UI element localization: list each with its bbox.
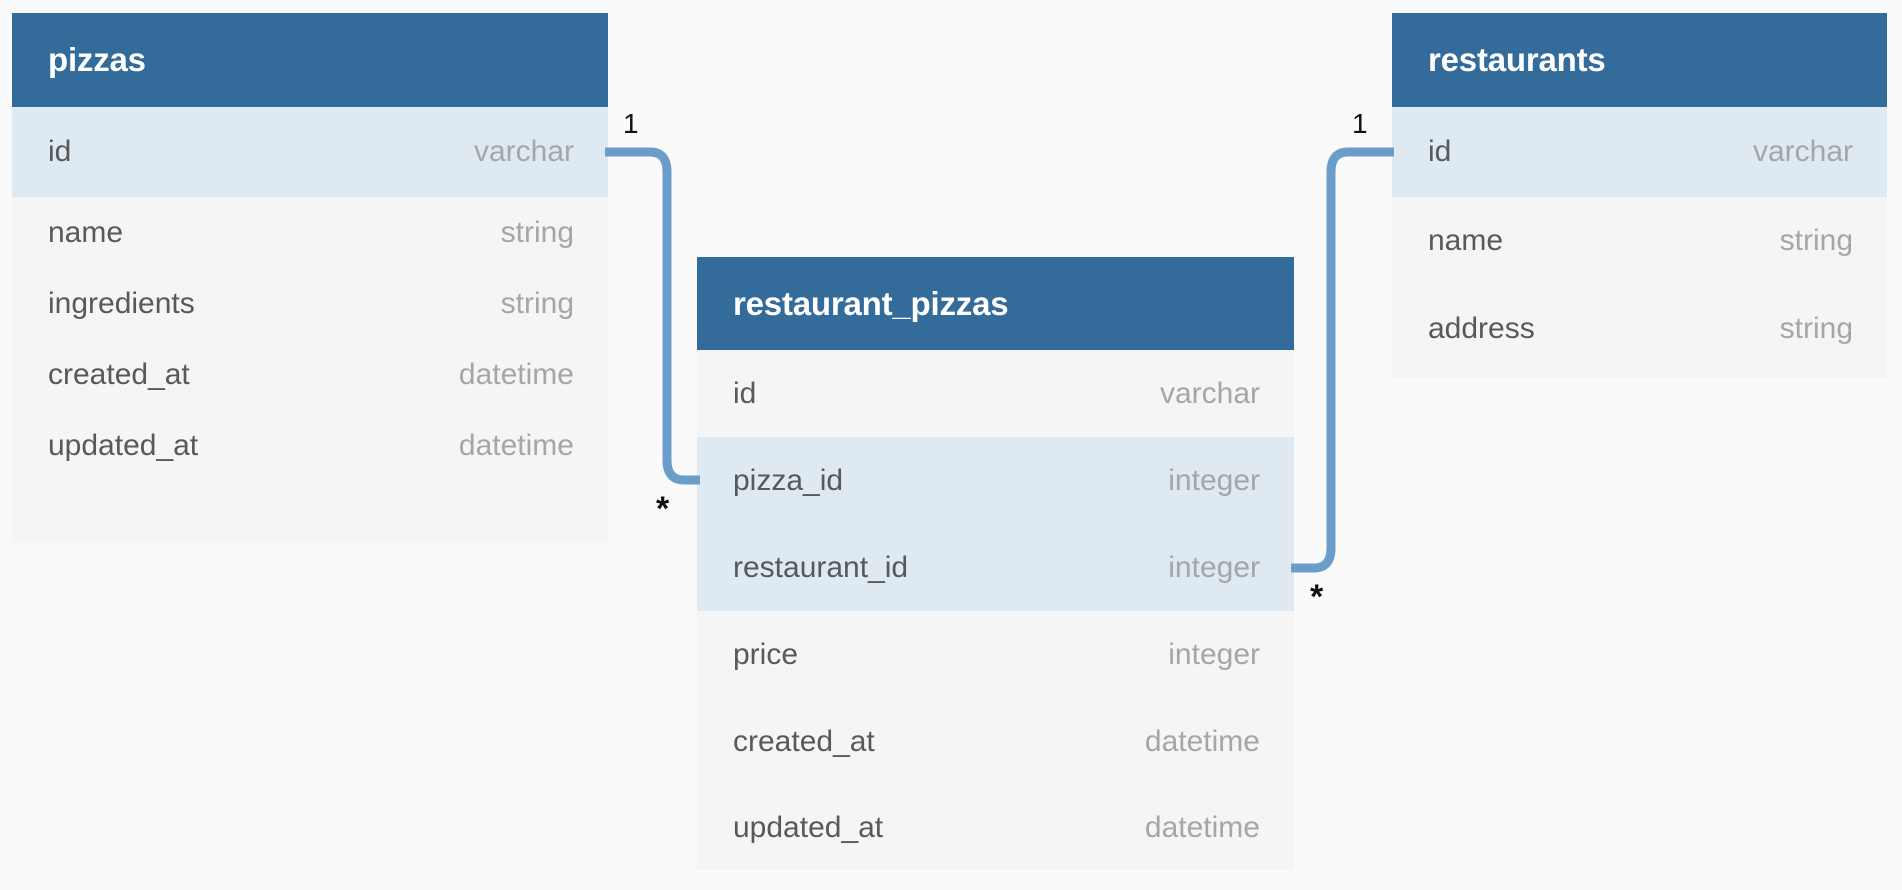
column-type: datetime	[1144, 810, 1260, 844]
column-type: varchar	[1752, 135, 1853, 168]
relationship-pizzas-to-restaurant-pizzas	[605, 147, 700, 485]
column-type: varchar	[1159, 376, 1260, 410]
er-table-restaurant-pizzas-title: restaurant_pizzas	[697, 257, 1294, 350]
er-column-restaurant-pizzas-restaurant-id[interactable]: restaurant_id integer	[697, 524, 1294, 611]
column-type: integer	[1168, 550, 1260, 584]
column-name: address	[1428, 312, 1535, 345]
cardinality-label-restaurant-pizzas-many-right: *	[1310, 578, 1324, 616]
column-name: name	[1428, 224, 1504, 257]
er-column-pizzas-id[interactable]: id varchar	[12, 107, 608, 197]
er-column-restaurants-address[interactable]: address string	[1392, 285, 1887, 373]
er-table-restaurant-pizzas[interactable]: restaurant_pizzas id varchar pizza_id in…	[697, 257, 1294, 870]
column-name: id	[1428, 135, 1452, 168]
column-name: created_at	[48, 357, 190, 391]
column-type: string	[1779, 312, 1853, 345]
column-name: updated_at	[48, 428, 199, 462]
column-name: price	[733, 637, 799, 671]
er-column-pizzas-updated-at[interactable]: updated_at datetime	[12, 410, 608, 481]
relationship-restaurants-to-restaurant-pizzas	[1291, 147, 1394, 573]
column-type: integer	[1168, 637, 1260, 671]
er-column-restaurant-pizzas-price[interactable]: price integer	[697, 611, 1294, 698]
cardinality-label-restaurants-one: 1	[1352, 108, 1368, 139]
column-type: integer	[1168, 463, 1260, 497]
er-table-restaurants-title: restaurants	[1392, 13, 1887, 107]
column-name: pizza_id	[733, 463, 844, 497]
column-type: string	[500, 286, 574, 320]
column-name: id	[48, 135, 72, 168]
er-column-pizzas-name[interactable]: name string	[12, 197, 608, 268]
column-type: datetime	[458, 357, 574, 391]
column-name: id	[733, 376, 757, 410]
column-type: string	[500, 215, 574, 249]
column-name: restaurant_id	[733, 550, 909, 584]
column-type: varchar	[473, 135, 574, 168]
er-table-pizzas[interactable]: pizzas id varchar name string ingredient…	[12, 13, 608, 543]
er-column-pizzas-created-at[interactable]: created_at datetime	[12, 339, 608, 410]
er-column-restaurants-id[interactable]: id varchar	[1392, 107, 1887, 197]
column-name: updated_at	[733, 810, 884, 844]
column-type: datetime	[458, 428, 574, 462]
cardinality-label-restaurant-pizzas-many-left: *	[656, 490, 670, 528]
er-column-restaurant-pizzas-created-at[interactable]: created_at datetime	[697, 698, 1294, 785]
cardinality-label-pizzas-one: 1	[623, 108, 639, 139]
er-column-restaurants-name[interactable]: name string	[1392, 197, 1887, 285]
er-column-pizzas-ingredients[interactable]: ingredients string	[12, 268, 608, 339]
er-table-pizzas-title: pizzas	[12, 13, 608, 107]
er-column-restaurant-pizzas-updated-at[interactable]: updated_at datetime	[697, 785, 1294, 870]
column-type: string	[1779, 224, 1853, 257]
er-table-restaurants[interactable]: restaurants id varchar name string addre…	[1392, 13, 1887, 378]
er-column-restaurant-pizzas-pizza-id[interactable]: pizza_id integer	[697, 437, 1294, 524]
er-column-restaurant-pizzas-id[interactable]: id varchar	[697, 350, 1294, 437]
column-name: name	[48, 215, 124, 249]
column-name: ingredients	[48, 286, 195, 320]
column-type: datetime	[1144, 724, 1260, 758]
column-name: created_at	[733, 724, 875, 758]
